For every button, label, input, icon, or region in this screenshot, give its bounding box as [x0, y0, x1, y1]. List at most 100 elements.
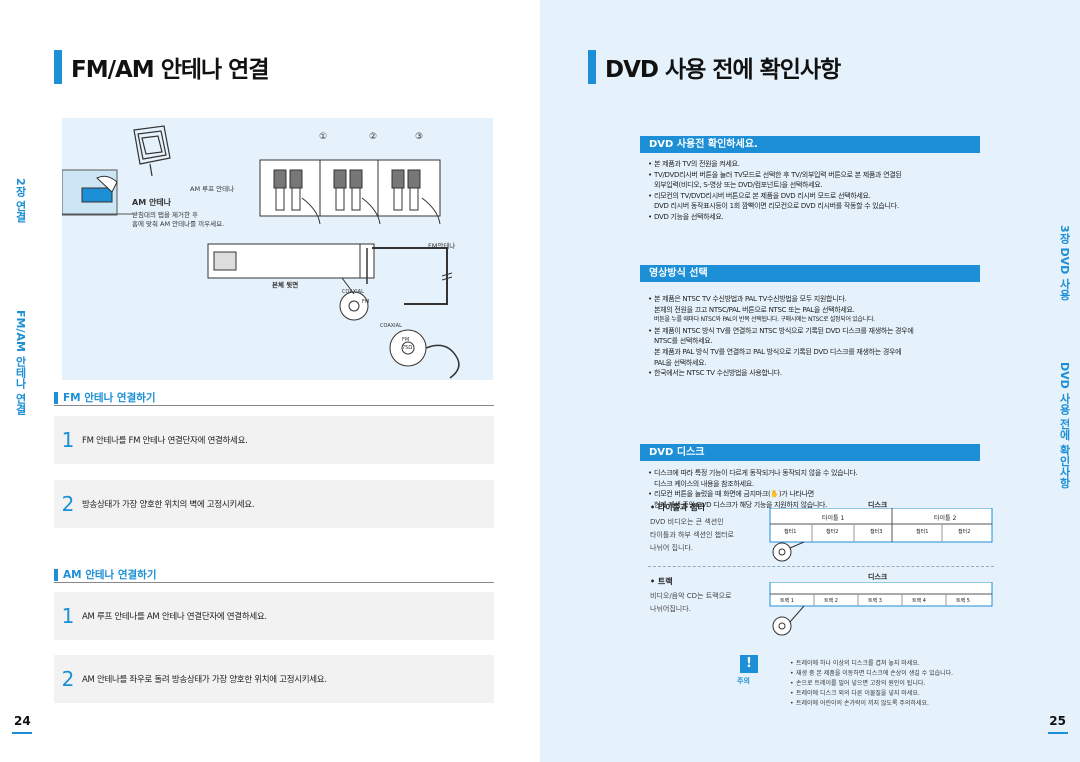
am-step-2: 2 AM 안테나를 좌우로 돌려 방송상태가 가장 양호한 위치에 고정시키세요… [54, 655, 494, 703]
desc-line: 비디오/음악 CD는 트랙으로 [650, 592, 732, 600]
desc-line: 타이틀과 하부 섹션인 챕터로 [650, 531, 734, 539]
section-bar-dvd-disc: DVD 디스크 [640, 444, 980, 461]
am-section-heading-text: AM 안테나 연결하기 [63, 569, 157, 581]
list-item: 버튼을 누를 때마다 NTSC와 PAL이 반복 선택됩니다. 구매시에는 NT… [654, 316, 875, 324]
fm-step-1: 1 FM 안테나를 FM 안테나 연결단자에 연결하세요. [54, 416, 494, 464]
page-number-right: 25 [1049, 714, 1066, 728]
list-item: NTSC를 선택하세요. [654, 337, 713, 346]
list-item: 트레이에 디스크 외의 다른 이물질을 넣지 마세요. [790, 689, 1050, 699]
step-number: 2 [61, 492, 75, 516]
chapter-tab: 2장 연결 [14, 178, 27, 223]
list-item: 본체의 전원을 끄고 NTSC/PAL 버튼으로 NTSC 또는 PAL을 선택… [654, 305, 855, 314]
list-item: 트레이에 어린이의 손가락이 끼지 않도록 주의하세요. [790, 699, 1050, 709]
page-title-left: FM/AM 안테나 연결 [54, 50, 270, 84]
title-chapter-desc: DVD 비디오는 큰 섹션인 타이틀과 하부 섹션인 챕터로 나뉘어 집니다. [650, 516, 734, 555]
antenna-illustration: ① ② ③ AM 루프 안테나 AM 안테나 받침대의 탭을 제거한 후 홈에 … [62, 118, 493, 380]
list-item: 본 제품은 NTSC TV 수신방법과 PAL TV수신방법을 모두 지원합니다… [648, 294, 988, 305]
am-step-1: 1 AM 루프 안테나를 AM 안테나 연결단자에 연결하세요. [54, 592, 494, 640]
title-accent-bar [54, 50, 62, 84]
step-text: AM 안테나를 좌우로 돌려 방송상태가 가장 양호한 위치에 고정시키세요. [82, 675, 327, 685]
caution-list: 트레이에 하나 이상의 디스크를 겹쳐 놓지 마세요. 재생 중 본 제품을 이… [790, 659, 1050, 709]
fm-section-heading: FM 안테나 연결하기 [54, 390, 156, 405]
track-item: 트랙 2 [824, 598, 838, 604]
am-antenna-desc-1: 받침대의 탭을 제거한 후 [132, 211, 198, 219]
divider [54, 582, 494, 583]
title-text: DVD 사용 전에 확인사항 [605, 57, 841, 83]
list-item: 현재 재생 중인 DVD 디스크가 해당 기능을 지원하지 않습니다. [654, 500, 828, 509]
left-page: FM/AM 안테나 연결 2장 연결 FM/AM 안테나 연결 [12, 50, 494, 734]
chapter-label: 챕터1 [784, 529, 797, 535]
track-item: 트랙 5 [956, 598, 970, 604]
track-desc: 비디오/음악 CD는 트랙으로 나뉘어집니다. [650, 590, 732, 616]
caution-icon: ! [740, 655, 758, 673]
desc-line: DVD 비디오는 큰 섹션인 [650, 518, 724, 526]
step-number-2: ② [369, 132, 378, 142]
step-number: 1 [61, 428, 75, 452]
title-chapter-diagram [769, 508, 993, 562]
chapter-label: 챕터2 [958, 529, 971, 535]
track-diagram [769, 582, 993, 636]
fm-antenna-label: FM안테나 [428, 242, 456, 250]
track-item: 트랙 1 [780, 598, 794, 604]
track-label: • 트랙 [650, 577, 673, 586]
heading-accent [54, 568, 58, 581]
antenna-diagram [62, 125, 460, 379]
step-text: AM 루프 안테나를 AM 안테나 연결단자에 연결하세요. [82, 612, 267, 622]
page-number-left: 24 [14, 714, 31, 728]
page-number-underline [12, 732, 32, 734]
list-item: DVD 기능을 선택하세요. [648, 212, 988, 223]
divider [648, 566, 994, 567]
section-bar-video-mode: 영상방식 선택 [640, 265, 980, 282]
section-tab: DVD 사용 전에 확인사항 [1058, 362, 1071, 489]
am-section-heading: AM 안테나 연결하기 [54, 567, 157, 582]
list-item: 외부입력(비디오, S-영상 또는 DVD/컴포넌트)을 선택하세요. [654, 181, 823, 190]
am-terminal-icon [81, 187, 113, 203]
section-tab: FM/AM 안테나 연결 [14, 310, 27, 415]
title-1-label: 타이틀 1 [822, 515, 845, 522]
fm-small-label: FM [362, 299, 370, 305]
page-title-right: DVD 사용 전에 확인사항 [588, 50, 841, 84]
list-item: 재생 중 본 제품을 이동하면 디스크에 손상이 생길 수 있습니다. [790, 669, 1050, 679]
fm-cable [372, 247, 448, 305]
title-accent-bar [588, 50, 596, 84]
track-item: 트랙 3 [868, 598, 882, 604]
coaxial-label-2: COAXIAL [380, 323, 402, 329]
step-number-3: ③ [415, 132, 424, 142]
step-text: FM 안테나를 FM 안테나 연결단자에 연결하세요. [82, 436, 248, 446]
fm-section-heading-text: FM 안테나 연결하기 [63, 392, 156, 404]
list-item: 한국에서는 NTSC TV 수신방법을 사용합니다. [648, 368, 988, 379]
am-antenna-title: AM 안테나 [132, 198, 172, 207]
list-item: 본 제품과 PAL 방식 TV를 연결하고 PAL 방식으로 기록된 DVD 디… [654, 347, 902, 356]
chapter-label: 챕터2 [826, 529, 839, 535]
list-item: 트레이에 하나 이상의 디스크를 겹쳐 놓지 마세요. [790, 659, 1050, 669]
list-item: 디스크에 따라 특정 기능이 다르게 동작되거나 동작되지 않을 수 있습니다. [648, 468, 988, 479]
am-loop-label: AM 루프 안테나 [190, 185, 235, 193]
list-item: 본 제품과 TV의 전원을 켜세요. [648, 159, 988, 170]
list-item: DVD 리시버 동작표시등이 1회 깜빡이면 리모컨으로 DVD 리시버를 작동… [654, 202, 899, 211]
disc-label: 디스크 [868, 501, 888, 509]
step-clip-icons [259, 159, 441, 225]
divider [54, 405, 494, 406]
step-number: 1 [61, 604, 75, 628]
list-item: 리모컨의 TV/DVD리시버 버튼으로 본 제품을 DVD 리시버 모드로 선택… [648, 191, 988, 202]
step-number-1: ① [319, 132, 328, 142]
section-bar-check: DVD 사용전 확인하세요. [640, 136, 980, 153]
track-item: 트랙 4 [912, 598, 926, 604]
rear-panel-label: 본체 뒷면 [272, 281, 299, 289]
heading-accent [54, 391, 58, 404]
am-loop-antenna-icon [133, 125, 171, 177]
list-item: PAL을 선택하세요. [654, 358, 707, 367]
disc-label: 디스크 [868, 573, 888, 581]
chapter-label: 챕터1 [916, 529, 929, 535]
list-item: TV/DVD리시버 버튼을 눌러 TV모드로 선택한 후 TV/외부입력 버튼으… [648, 170, 988, 181]
fm-75-label: FM [402, 337, 410, 343]
title-chapter-label: • 타이틀과 챕터 [650, 503, 705, 512]
coaxial-label-1: COAXIAL [342, 289, 364, 295]
list-item: 손으로 트레이를 밀어 넣으면 고장의 원인이 됩니다. [790, 679, 1050, 689]
title-2-label: 타이틀 2 [934, 515, 957, 522]
video-mode-list: 본 제품은 NTSC TV 수신방법과 PAL TV수신방법을 모두 지원합니다… [648, 294, 988, 379]
am-antenna-desc-2: 홈에 맞춰 AM 안테나를 끼우세요. [132, 220, 225, 228]
list-item: 리모컨 버튼을 눌렀을 때 화면에 금지마크(✋)가 나타나면 [648, 489, 988, 500]
list-item: 본 제품이 NTSC 방식 TV를 연결하고 NTSC 방식으로 기록된 DVD… [648, 326, 988, 337]
dvd-disc-list: 디스크에 따라 특정 기능이 다르게 동작되거나 동작되지 않을 수 있습니다.… [648, 468, 988, 510]
